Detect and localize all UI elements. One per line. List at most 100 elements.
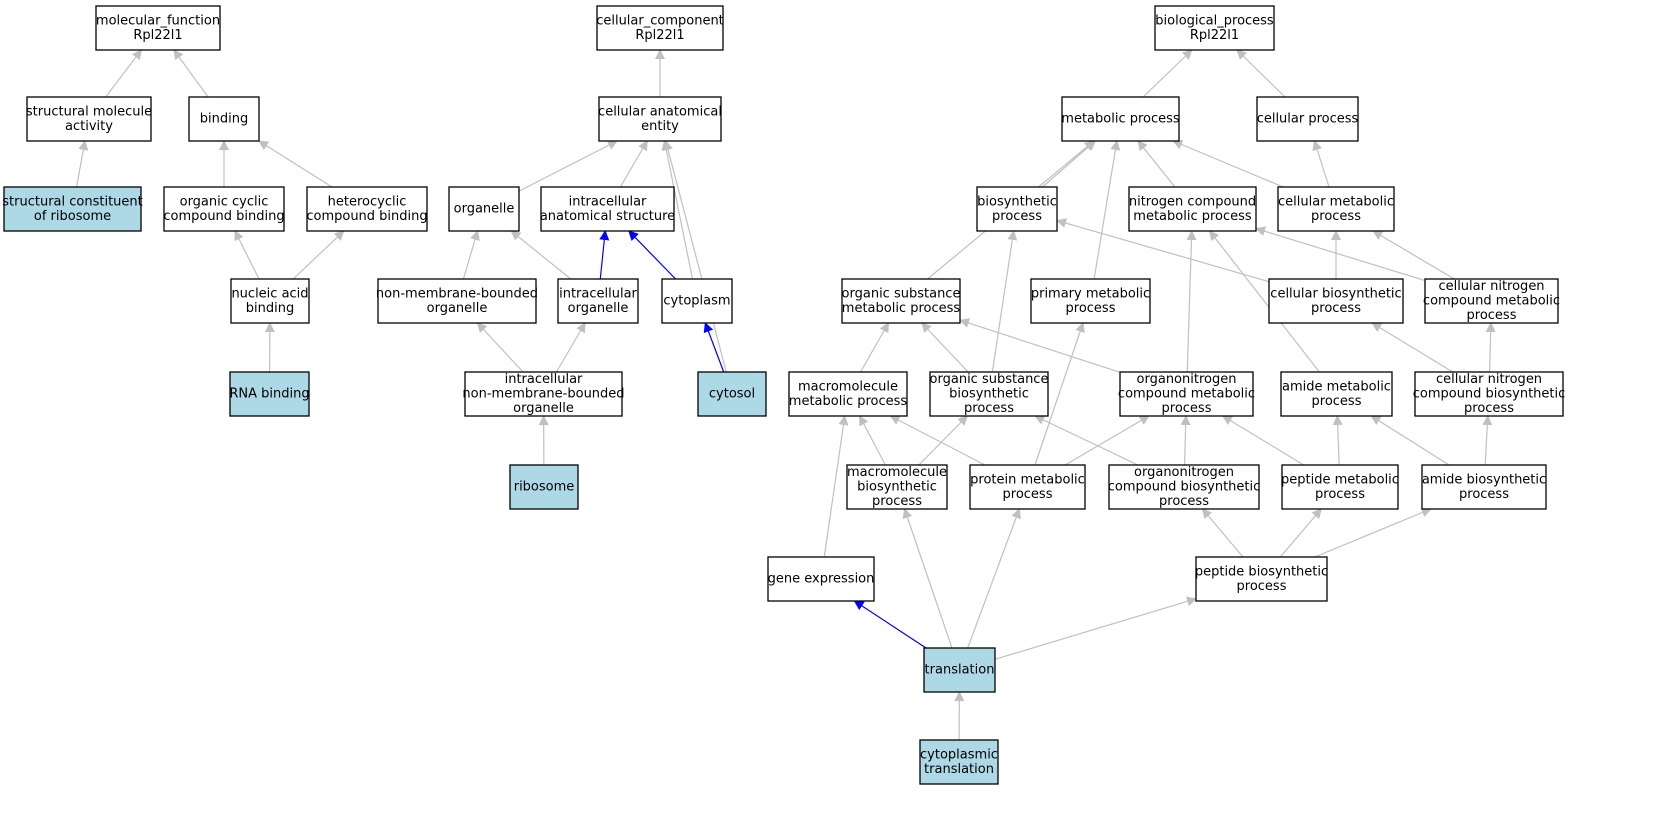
term-box (377, 278, 537, 324)
edge-pbp-to-oncbp (1201, 508, 1244, 558)
term-node-cytoplasm[interactable]: cytoplasm (661, 278, 733, 324)
edge-hcb-to-binding (258, 140, 333, 188)
term-node-geneexp[interactable]: gene expression (767, 556, 875, 602)
edge-cytoplasm-to-cae (661, 140, 694, 280)
term-label-line: intracellular (505, 372, 583, 387)
term-box (969, 464, 1086, 510)
term-label-line: process (1237, 579, 1287, 594)
term-label-line: gene expression (768, 572, 875, 587)
edge-biosyn-to-metabolic (1041, 140, 1096, 188)
term-label-line: metabolic process (789, 394, 908, 409)
term-box (919, 739, 999, 785)
term-box (163, 186, 285, 232)
edge-translation-to-mbp (902, 508, 953, 649)
term-box (841, 278, 961, 324)
term-label-line: organelle (513, 401, 574, 416)
term-box (596, 5, 724, 51)
edge-osbp-to-osmp (921, 322, 969, 373)
edge-ncmp-to-metabolic (1137, 140, 1176, 188)
term-node-organelle[interactable]: organelle (448, 186, 520, 232)
edge-organelle-to-cae (518, 140, 618, 192)
term-label-line: organonitrogen (1134, 465, 1234, 480)
term-label-line: metabolic process (842, 301, 961, 316)
term-label-line: organic substance (842, 286, 961, 301)
edge-oncbp-to-oncmp (1180, 415, 1191, 466)
edge-cmp-to-metabolic (1172, 139, 1284, 188)
term-label-line: cellular anatomical (598, 104, 722, 119)
term-label-line: organic substance (930, 372, 1049, 387)
term-node-binding[interactable]: binding (188, 96, 260, 142)
edge-cncbp-to-cncmp (1485, 322, 1496, 373)
term-label-line: cytoplasm (663, 294, 730, 309)
term-label-line: compound metabolic (1118, 387, 1255, 402)
term-node-rnab[interactable]: RNA binding (229, 371, 310, 417)
edge-mmp-to-osmp (860, 322, 889, 373)
term-box (509, 464, 579, 510)
term-box (3, 186, 142, 232)
edge-sma-to-mf (105, 49, 142, 98)
term-node-ribosome[interactable]: ribosome (509, 464, 579, 510)
term-box (1256, 96, 1359, 142)
term-label-line: metabolic process (1133, 209, 1252, 224)
term-label-line: process (1159, 494, 1209, 509)
edge-scr-to-sma (75, 140, 89, 188)
term-node-cellproc[interactable]: cellular process (1256, 96, 1359, 142)
edge-cbp-to-biosyn (1056, 218, 1270, 283)
term-label-line: cytosol (709, 387, 755, 402)
term-box (1421, 464, 1547, 510)
term-label-line: heterocyclic (328, 194, 407, 209)
edge-osbp-to-biosyn (991, 230, 1018, 373)
term-label-line: process (1459, 487, 1509, 502)
term-box (1108, 464, 1260, 510)
edge-oncmp-to-osmp (959, 318, 1121, 373)
term-label-line: process (964, 401, 1014, 416)
term-box (1061, 96, 1180, 142)
term-label-line: organelle (568, 301, 629, 316)
term-node-cytosol[interactable]: cytosol (697, 371, 767, 417)
term-label-line: cellular nitrogen (1438, 279, 1544, 294)
term-box (1268, 278, 1404, 324)
term-node-metabolic[interactable]: metabolic process (1061, 96, 1180, 142)
edge-protmp-to-pmp (1034, 322, 1085, 466)
edge-translation-to-geneexp (853, 600, 927, 649)
term-node-translation[interactable]: translation (923, 647, 996, 693)
term-label-line: ribosome (514, 480, 575, 495)
term-label-line: process (1311, 209, 1361, 224)
term-node-inmbo[interactable]: intracellularnon-membrane-boundedorganel… (462, 371, 625, 417)
edge-mbp-to-mmp (859, 415, 886, 466)
edge-translation-to-pbp (994, 596, 1197, 660)
term-box (767, 556, 875, 602)
